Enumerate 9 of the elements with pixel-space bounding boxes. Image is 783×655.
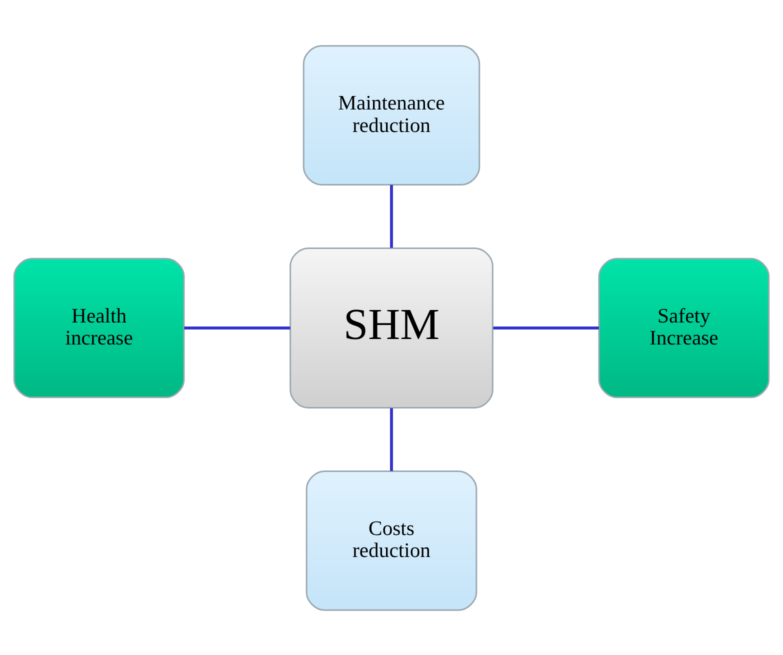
node-box: Maintenance reduction [302,44,480,185]
connector [390,184,393,248]
node-box: Costs reduction [306,470,478,610]
connector [390,408,393,471]
connector [493,326,599,329]
node-box: SHM [290,247,494,408]
node-box: Safety Increase [598,257,770,398]
node-box: Health increase [13,257,185,398]
connector [184,326,290,329]
